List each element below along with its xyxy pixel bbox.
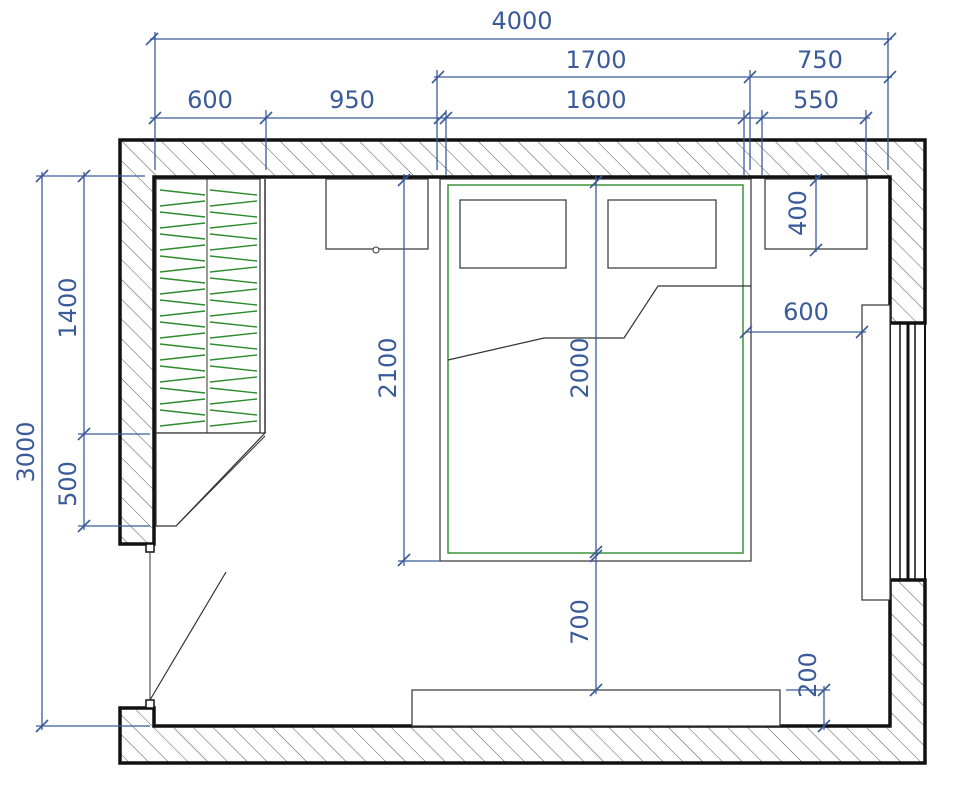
hanger-line — [159, 365, 206, 372]
hanger-line — [159, 255, 206, 262]
dim-window-clearance: 600 — [783, 298, 829, 326]
hanger-line — [159, 387, 206, 394]
wardrobe — [155, 178, 267, 527]
hanger-line — [209, 409, 258, 416]
dim-bed-width: 1600 — [565, 86, 626, 114]
hanger-line — [209, 376, 258, 383]
right-wall-lower — [890, 580, 925, 726]
wardrobe-hangers — [159, 189, 258, 427]
hanger-line — [209, 354, 258, 361]
dim-bed-zone-length: 2100 — [374, 337, 402, 398]
dim-chest-depth: 200 — [794, 652, 822, 698]
door-leaf — [149, 571, 227, 701]
radiator — [861, 304, 891, 601]
hanger-line — [209, 420, 258, 427]
hanger-line — [209, 266, 258, 273]
hanger-line — [209, 277, 258, 284]
dim-wardrobe-length: 1400 — [54, 277, 82, 338]
dim-gap-width: 950 — [329, 86, 375, 114]
left-wall-lower — [120, 708, 154, 726]
dim-overall-height: 3000 — [12, 421, 40, 482]
hanger-line — [159, 409, 206, 416]
right-wall-upper — [890, 177, 925, 323]
hanger-line — [209, 343, 258, 350]
hanger-line — [159, 310, 206, 317]
dim-bed-length: 2000 — [566, 337, 594, 398]
pillow-right — [607, 199, 717, 269]
hanger-line — [159, 376, 206, 383]
window — [861, 304, 926, 601]
hanger-line — [159, 277, 206, 284]
dim-corner-shelf: 500 — [54, 461, 82, 507]
hanger-line — [209, 321, 258, 328]
hanger-line — [209, 200, 258, 207]
hanger-line — [209, 189, 258, 196]
door — [145, 543, 227, 709]
hanger-line — [159, 299, 206, 306]
hanger-line — [159, 354, 206, 361]
hanger-line — [209, 244, 258, 251]
walls — [118, 138, 927, 765]
dim-wardrobe-width: 600 — [187, 86, 233, 114]
hanger-line — [159, 343, 206, 350]
blanket-fold — [447, 285, 751, 361]
corner-shelf — [155, 432, 267, 527]
hanger-line — [209, 211, 258, 218]
hanger-line — [159, 398, 206, 405]
dim-bed-zone-width: 1700 — [565, 46, 626, 74]
dim-aisle-to-chest: 700 — [566, 599, 594, 645]
hanger-line — [159, 321, 206, 328]
dim-overall-width: 4000 — [491, 7, 552, 35]
hanger-line — [159, 288, 206, 295]
dimension-lines: 4000 1700 750 600 950 1600 550 300 — [12, 7, 897, 733]
cabinet — [325, 178, 429, 250]
hanger-line — [209, 255, 258, 262]
hanger-line — [159, 233, 206, 240]
cabinet-knob — [372, 246, 380, 254]
left-wall-upper — [120, 177, 154, 544]
chest-of-drawers — [411, 689, 781, 727]
top-wall — [120, 140, 925, 177]
hanger-line — [159, 244, 206, 251]
hanger-line — [159, 200, 206, 207]
hanger-line — [209, 288, 258, 295]
pillow-left — [459, 199, 567, 269]
hanger-line — [209, 310, 258, 317]
hanger-line — [209, 398, 258, 405]
hanger-line — [159, 266, 206, 273]
hanger-line — [209, 387, 258, 394]
hanger-line — [159, 332, 206, 339]
hanger-line — [209, 332, 258, 339]
hanger-line — [209, 299, 258, 306]
dim-right-zone-width: 750 — [797, 46, 843, 74]
hanger-line — [159, 189, 206, 196]
dim-nightstand-depth: 400 — [784, 190, 812, 236]
hanger-line — [209, 222, 258, 229]
hanger-line — [209, 365, 258, 372]
dim-nightstand-width: 550 — [793, 86, 839, 114]
hanger-line — [209, 233, 258, 240]
hanger-line — [159, 420, 206, 427]
bottom-wall — [120, 726, 925, 763]
hanger-line — [159, 211, 206, 218]
hanger-line — [159, 222, 206, 229]
